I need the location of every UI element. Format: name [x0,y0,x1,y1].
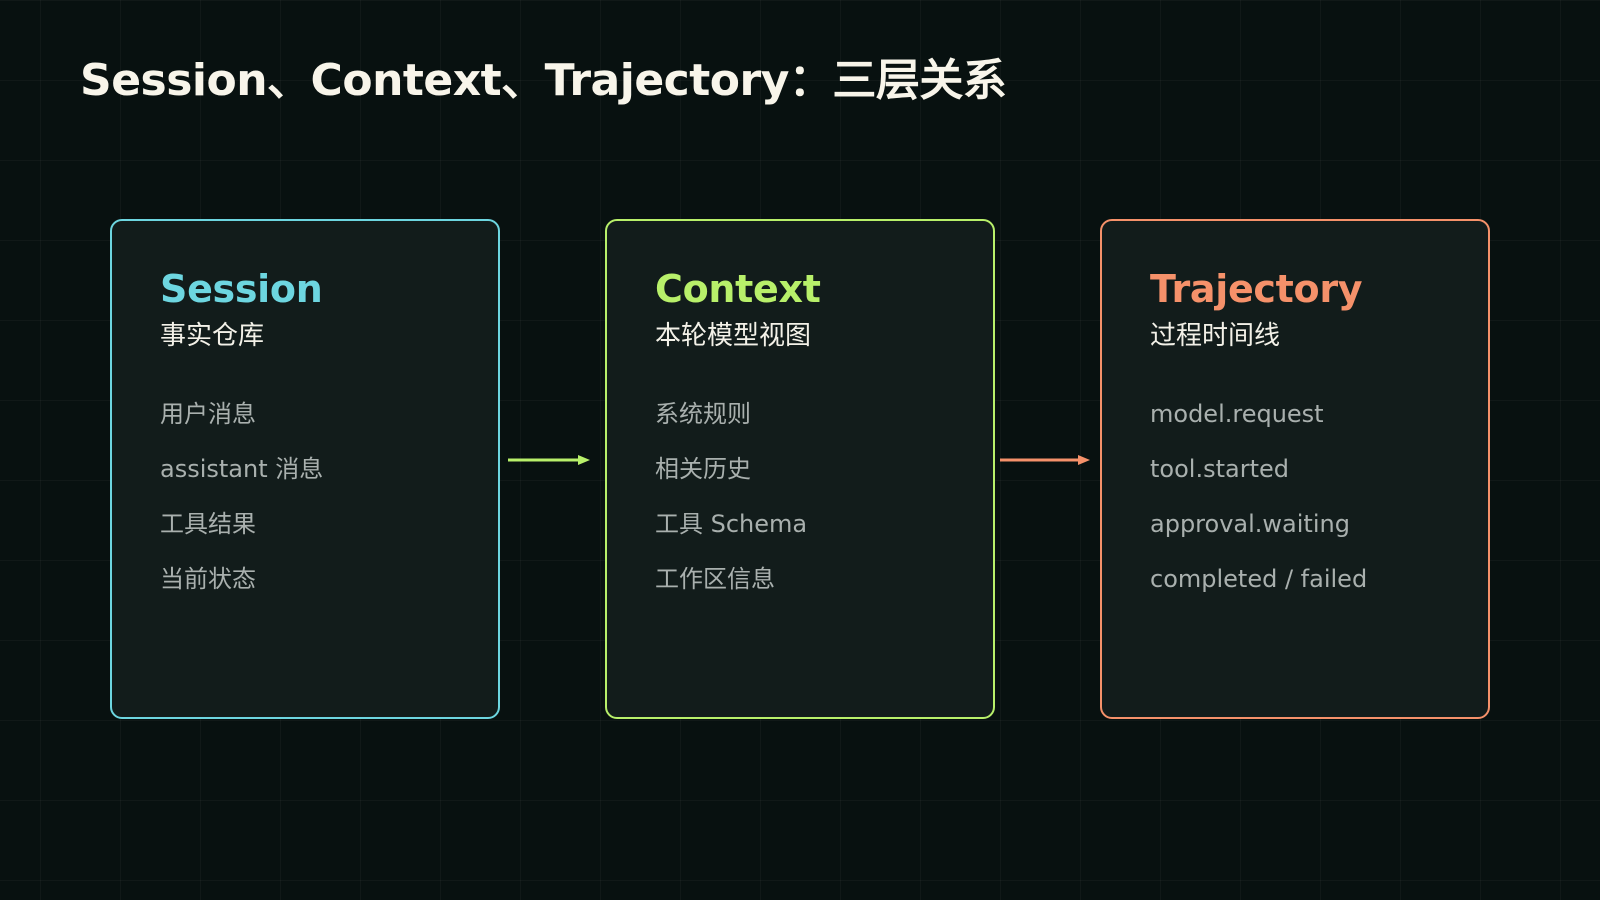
trajectory-item: approval.waiting [1150,510,1350,538]
session-item: 当前状态 [160,565,256,593]
trajectory-item: model.request [1150,400,1324,428]
session-card: Session 事实仓库 用户消息 assistant 消息 工具结果 当前状态 [110,219,500,719]
trajectory-card: Trajectory 过程时间线 model.request tool.star… [1100,219,1490,719]
trajectory-card-title: Trajectory [1150,267,1363,311]
session-item: assistant 消息 [160,455,324,483]
context-item: 工具 Schema [655,510,808,538]
context-item: 工作区信息 [655,565,775,593]
trajectory-card-subtitle: 过程时间线 [1150,321,1281,351]
session-to-context-arrow [508,455,590,465]
context-card-title: Context [655,267,821,311]
trajectory-item: tool.started [1150,455,1289,483]
session-card-title: Session [160,267,323,311]
session-card-subtitle: 事实仓库 [160,321,265,351]
context-card-subtitle: 本轮模型视图 [655,321,812,351]
trajectory-item: completed / failed [1150,565,1368,593]
slide-title: Session、Context、Trajectory：三层关系 [80,55,1007,106]
context-item-list: 系统规则 相关历史 工具 Schema 工作区信息 [655,399,993,594]
context-to-trajectory-arrow [1000,455,1090,465]
session-item: 工具结果 [160,510,256,538]
session-item: 用户消息 [160,400,256,428]
context-item: 系统规则 [655,400,751,428]
context-card: Context 本轮模型视图 系统规则 相关历史 工具 Schema 工作区信息 [605,219,995,719]
context-item: 相关历史 [655,455,751,483]
trajectory-item-list: model.request tool.started approval.wait… [1150,399,1488,594]
session-item-list: 用户消息 assistant 消息 工具结果 当前状态 [160,399,498,594]
